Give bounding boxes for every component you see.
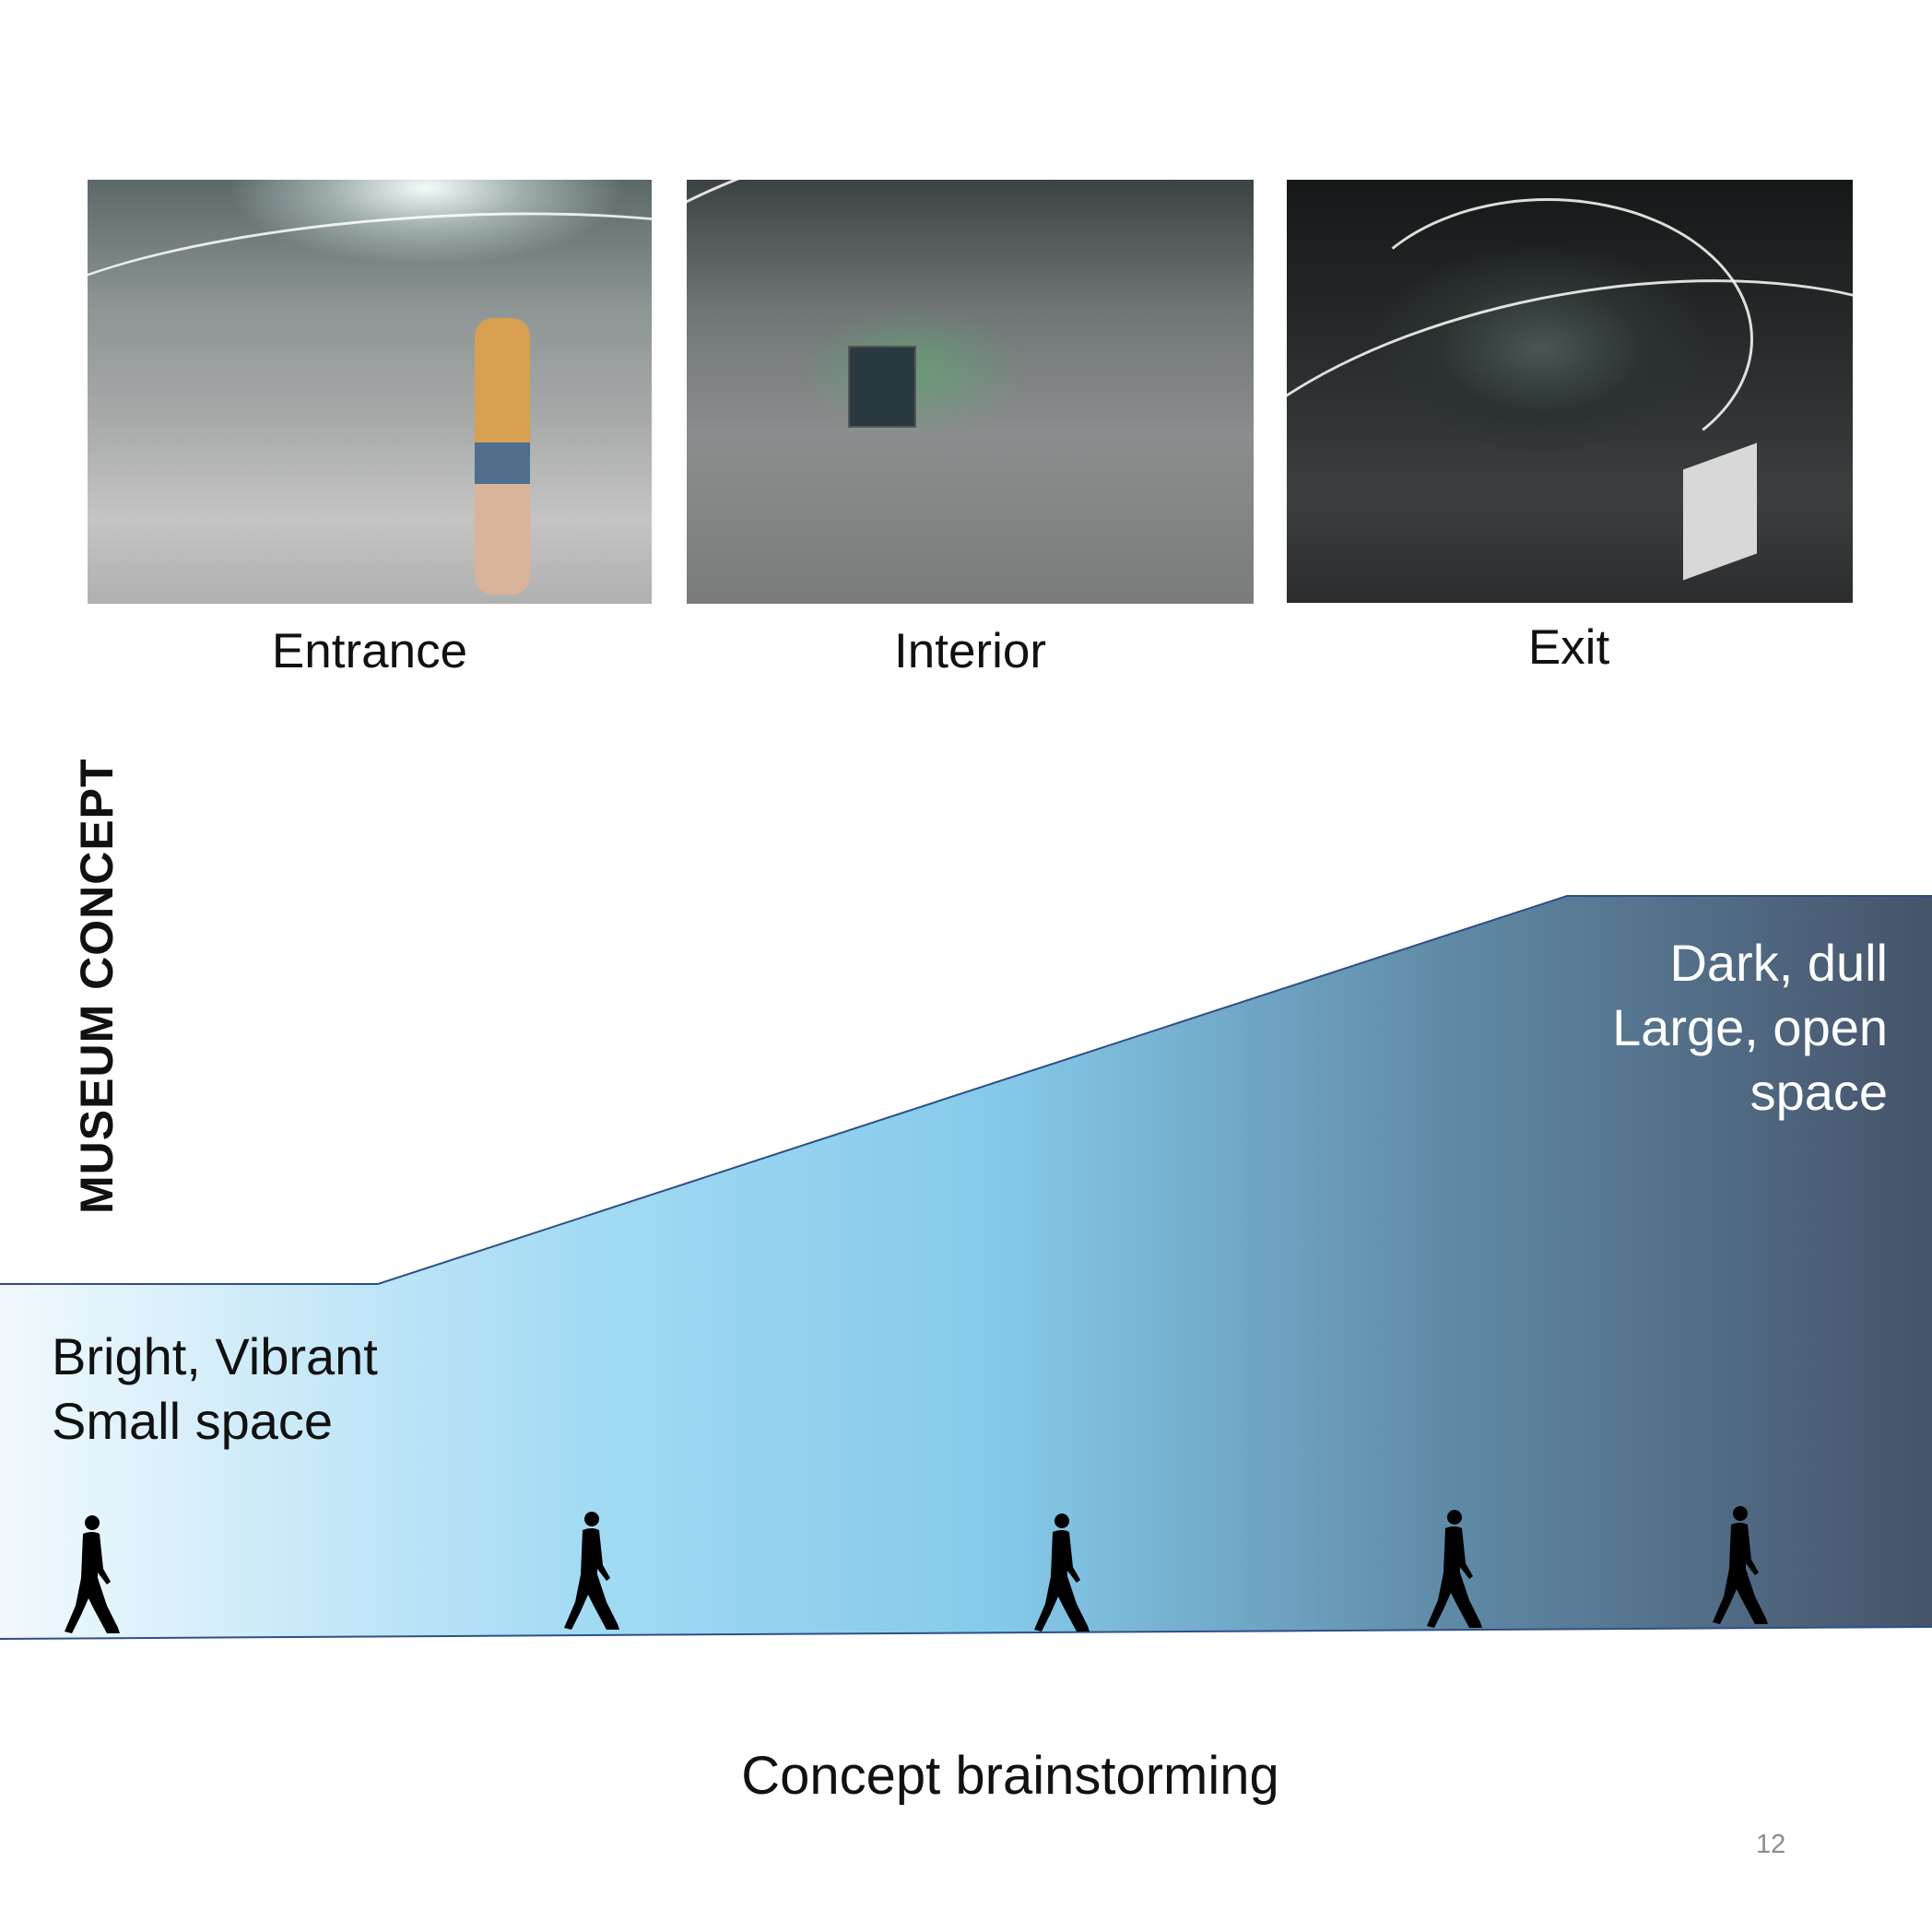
light-strip	[1342, 198, 1753, 480]
caption-entrance: Entrance	[271, 624, 468, 678]
footer-caption: Concept brainstorming	[741, 1746, 1279, 1806]
exit-desc-line: space	[1749, 1063, 1888, 1121]
visitor-figure	[475, 318, 530, 595]
exit-desc-line: Large, open	[1612, 998, 1888, 1056]
exit-desc-line: Dark, dull	[1669, 934, 1888, 992]
interior-photo	[687, 180, 1254, 604]
exhibit-panel	[848, 346, 916, 428]
walking-person-icon	[1034, 1512, 1091, 1633]
entrance-photo	[88, 180, 652, 604]
walking-person-icon	[65, 1514, 122, 1635]
walking-person-icon	[1427, 1508, 1484, 1630]
entrance-desc-line: Small space	[52, 1392, 334, 1450]
walking-person-icon	[564, 1510, 621, 1632]
exit-description: Dark, dull Large, open space	[1612, 931, 1888, 1125]
entrance-description: Bright, Vibrant Small space	[52, 1325, 378, 1454]
entrance-desc-line: Bright, Vibrant	[52, 1327, 378, 1385]
exit-photo	[1287, 180, 1853, 603]
page-number: 12	[1756, 1830, 1786, 1859]
walking-person-icon	[1713, 1504, 1770, 1626]
caption-interior: Interior	[894, 624, 1046, 678]
caption-exit: Exit	[1527, 620, 1610, 675]
